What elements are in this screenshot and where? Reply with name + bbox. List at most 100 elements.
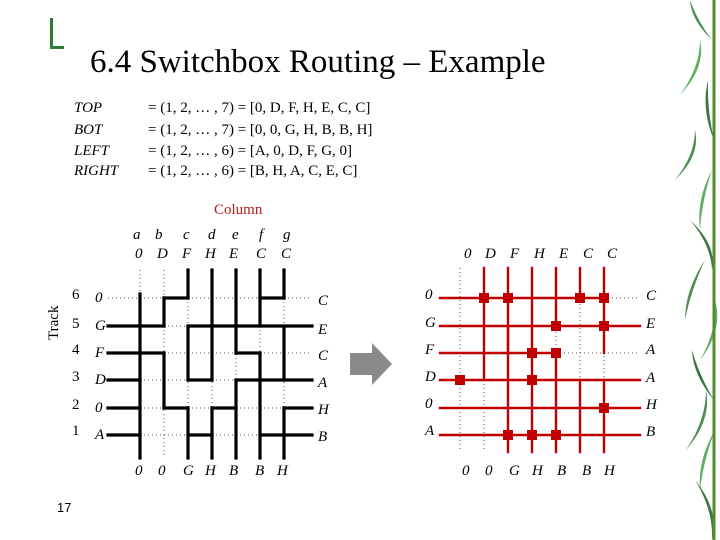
track-number-2: 2 [72, 397, 80, 413]
right-left-terminal-4: 0 [425, 396, 433, 412]
track-number-5: 5 [72, 316, 80, 332]
left-right-terminal-0: C [318, 293, 329, 309]
right-via-7 [551, 348, 561, 358]
left-right-terminal-4: H [318, 402, 329, 418]
left-bottom-terminal-5: B [255, 463, 265, 479]
def-top-value: = (1, 2, … , 7) = [0, D, F, H, E, C, C] [148, 100, 371, 116]
bamboo-leaf [690, 220, 713, 270]
left-right-terminal-3: A [318, 375, 328, 391]
left-top-terminal-1: D [157, 246, 168, 262]
bamboo-leaf [675, 130, 697, 180]
bamboo-leaf [695, 480, 714, 540]
bamboo-leaf [692, 350, 714, 400]
bracket-corner-icon [50, 18, 53, 48]
left-top-terminal-2: F [182, 246, 192, 262]
right-bottom-terminal-2: G [509, 463, 520, 479]
right-bottom-terminal-0: 0 [462, 463, 470, 479]
right-via-11 [503, 430, 513, 440]
right-right-terminal-0: C [646, 288, 657, 304]
left-bottom-terminal-3: H [205, 463, 216, 479]
right-via-2 [575, 293, 585, 303]
left-bottom-terminal-1: 0 [158, 463, 166, 479]
left-top-terminal-6: C [281, 246, 292, 262]
def-top-name: TOP [74, 100, 103, 116]
left-bottom-terminal-0: 0 [135, 463, 143, 479]
bamboo-leaf [699, 170, 712, 230]
left-top-terminal-5: C [256, 246, 267, 262]
right-via-13 [551, 430, 561, 440]
column-axis-title: Column [214, 202, 263, 218]
right-via-6 [527, 348, 537, 358]
left-left-terminal-3: D [95, 372, 106, 388]
right-via-10 [599, 403, 609, 413]
left-top-terminal-4: E [229, 246, 239, 262]
column-letter-e: e [232, 227, 239, 243]
right-bottom-terminal-3: H [532, 463, 543, 479]
column-letter-f: f [259, 227, 264, 243]
right-bottom-terminal-1: 0 [485, 463, 493, 479]
def-right-value: = (1, 2, … , 6) = [B, H, A, C, E, C] [148, 163, 358, 179]
right-right-terminal-5: B [646, 424, 656, 440]
right-via-0 [479, 293, 489, 303]
def-right-name: RIGHT [74, 163, 119, 179]
column-letter-g: g [283, 227, 291, 243]
right-right-terminal-3: A [646, 370, 656, 386]
right-top-terminal-2: F [510, 246, 520, 262]
bamboo-leaf [680, 40, 702, 95]
left-top-terminal-3: H [205, 246, 216, 262]
left-left-terminal-2: F [95, 345, 105, 361]
left-bottom-terminal-4: B [229, 463, 239, 479]
bamboo-leaf [690, 0, 712, 40]
track-number-1: 1 [72, 423, 80, 439]
left-right-terminal-1: E [318, 322, 328, 338]
right-right-terminal-1: E [646, 316, 656, 332]
right-right-terminal-4: H [646, 397, 657, 413]
right-top-terminal-5: C [583, 246, 594, 262]
bracket-corner-line [50, 46, 64, 49]
right-left-terminal-5: A [425, 423, 435, 439]
bamboo-leaf [686, 390, 708, 450]
column-letter-b: b [155, 227, 163, 243]
right-via-12 [527, 430, 537, 440]
def-bot-name: BOT [74, 122, 103, 138]
right-arrow-icon [350, 343, 392, 385]
left-right-terminal-2: C [318, 348, 329, 364]
right-top-terminal-4: E [559, 246, 569, 262]
slide-title: 6.4 Switchbox Routing – Example [90, 44, 546, 80]
left-left-terminal-0: 0 [95, 290, 103, 306]
right-bottom-terminal-6: H [604, 463, 615, 479]
track-number-6: 6 [72, 287, 80, 303]
left-left-terminal-5: A [95, 427, 105, 443]
def-bot-value: = (1, 2, … , 7) = [0, 0, G, H, B, B, H] [148, 122, 373, 138]
left-bottom-terminal-6: H [277, 463, 288, 479]
right-left-terminal-2: F [425, 342, 435, 358]
left-left-terminal-1: G [95, 318, 106, 334]
column-letter-c: c [183, 227, 190, 243]
column-letter-a: a [133, 227, 141, 243]
right-via-9 [527, 375, 537, 385]
right-via-5 [599, 321, 609, 331]
right-left-terminal-1: G [425, 315, 436, 331]
left-left-terminal-4: 0 [95, 400, 103, 416]
bamboo-leaf [685, 260, 705, 320]
right-top-terminal-0: 0 [464, 246, 472, 262]
left-right-terminal-5: B [318, 429, 328, 445]
column-letter-d: d [208, 227, 216, 243]
bamboo-leaf [705, 80, 714, 140]
right-bottom-terminal-5: B [582, 463, 592, 479]
track-number-4: 4 [72, 342, 80, 358]
right-left-terminal-0: 0 [425, 287, 433, 303]
bamboo-leaves-icon [675, 0, 718, 540]
def-left-value: = (1, 2, … , 6) = [A, 0, D, F, G, 0] [148, 143, 353, 159]
right-via-4 [551, 321, 561, 331]
left-top-terminal-0: 0 [135, 246, 143, 262]
right-top-terminal-3: H [534, 246, 545, 262]
track-number-3: 3 [72, 369, 80, 385]
right-via-8 [455, 375, 465, 385]
left-bottom-terminal-2: G [183, 463, 194, 479]
page-number: 17 [57, 500, 72, 515]
right-right-terminal-2: A [646, 342, 656, 358]
bamboo-leaf [699, 430, 715, 490]
def-left-name: LEFT [74, 143, 110, 159]
